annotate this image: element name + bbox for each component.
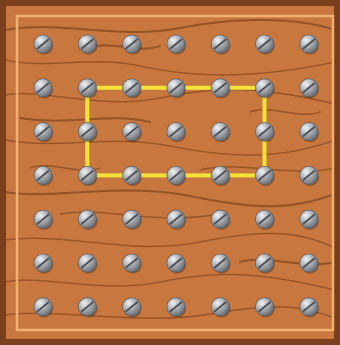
geoboard-svg [0, 0, 340, 345]
geoboard [0, 0, 340, 345]
